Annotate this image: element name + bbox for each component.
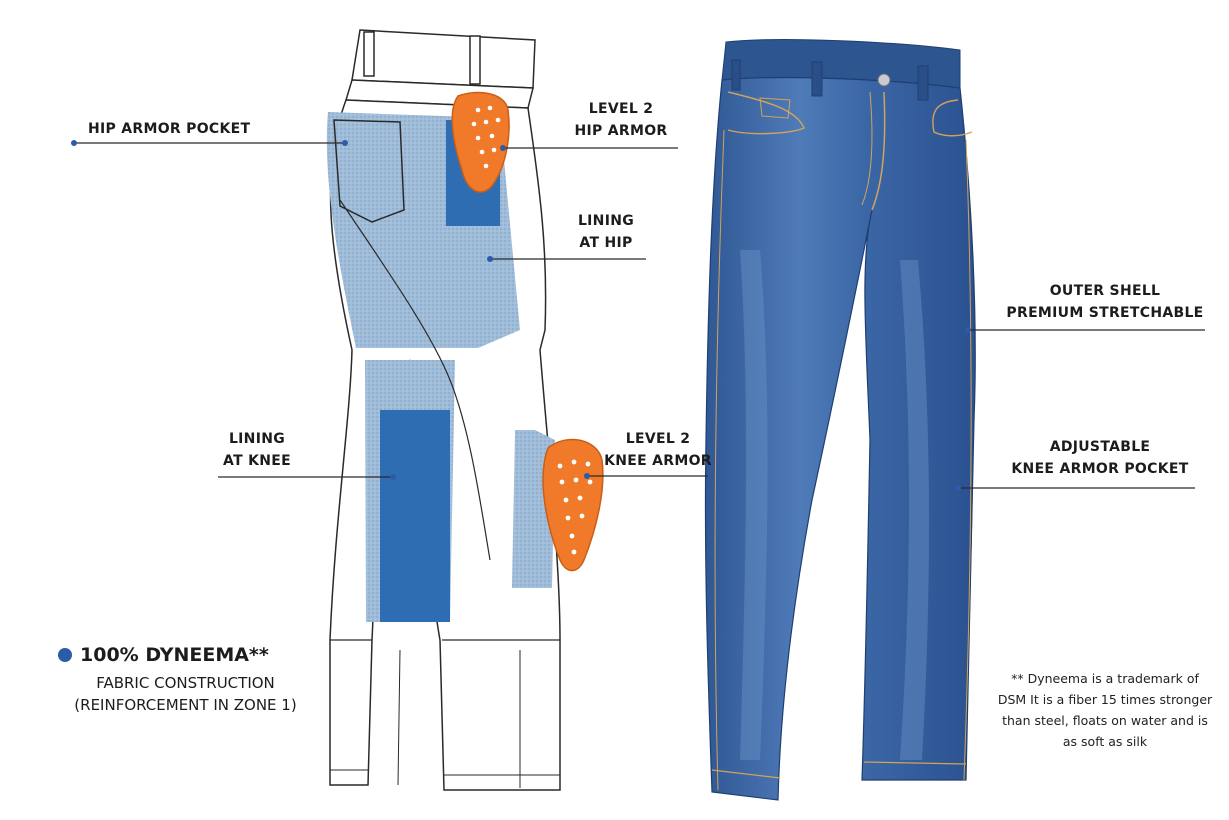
leader-adjustable-knee-pocket (955, 485, 1195, 491)
bullet-dot-icon (58, 648, 72, 662)
dyneema-line: FABRIC CONSTRUCTION (96, 674, 275, 692)
callout-line: LINING (577, 213, 635, 229)
callout-level2-hip-armor: LEVEL 2 HIP ARMOR (546, 98, 696, 142)
callout-line: HIP ARMOR POCKET (88, 121, 251, 137)
dyneema-headline: 100% DYNEEMA** (58, 644, 313, 666)
dyneema-line: (REINFORCEMENT IN ZONE 1) (74, 696, 297, 714)
technical-pants-drawing (326, 29, 561, 791)
knee-armor-pad (542, 438, 604, 572)
callout-line: HIP ARMOR (574, 123, 668, 139)
callout-level2-knee-armor: LEVEL 2 KNEE ARMOR (598, 428, 718, 472)
callout-outer-shell: OUTER SHELL PREMIUM STRETCHABLE (1000, 280, 1210, 324)
callout-line: OUTER SHELL (1049, 283, 1161, 299)
callout-line: KNEE ARMOR POCKET (1011, 461, 1189, 477)
callout-line: PREMIUM STRETCHABLE (1006, 305, 1204, 321)
callout-line: ADJUSTABLE (1049, 439, 1151, 455)
callout-line: KNEE ARMOR (604, 453, 712, 469)
leader-lining-at-hip (487, 256, 646, 262)
callout-line: AT KNEE (223, 453, 291, 469)
callout-line: LEVEL 2 (625, 431, 691, 447)
callout-leaders (71, 140, 1205, 491)
leader-outer-shell (965, 327, 1205, 333)
callout-line: LINING (228, 431, 286, 447)
callout-lining-at-hip: LINING AT HIP (556, 210, 656, 254)
footnote-line: DSM It is a fiber 15 times stronger (997, 692, 1213, 707)
footnote-line: ** Dyneema is a trademark of (1011, 671, 1199, 686)
dyneema-footnote: ** Dyneema is a trademark of DSM It is a… (980, 668, 1229, 752)
callout-line: AT HIP (579, 235, 633, 251)
dyneema-headline-text: 100% DYNEEMA** (80, 644, 269, 666)
leader-lining-at-knee (218, 474, 396, 480)
callout-adjustable-knee-pocket: ADJUSTABLE KNEE ARMOR POCKET (1000, 436, 1200, 480)
leader-level2-hip-armor (500, 145, 678, 151)
leader-level2-knee-armor (584, 473, 708, 479)
denim-jeans (704, 39, 976, 801)
dyneema-block: 100% DYNEEMA** FABRIC CONSTRUCTION (REIN… (58, 644, 313, 716)
footnote-line: than steel, floats on water and is (1002, 713, 1208, 728)
dyneema-description: FABRIC CONSTRUCTION (REINFORCEMENT IN ZO… (58, 672, 313, 716)
footnote-line: as soft as silk (1062, 734, 1148, 749)
callout-lining-at-knee: LINING AT KNEE (207, 428, 307, 472)
leader-hip-armor-pocket (71, 140, 348, 146)
callout-line: LEVEL 2 (588, 101, 654, 117)
callout-hip-armor-pocket: HIP ARMOR POCKET (88, 118, 250, 140)
hip-armor-pad (451, 91, 510, 193)
